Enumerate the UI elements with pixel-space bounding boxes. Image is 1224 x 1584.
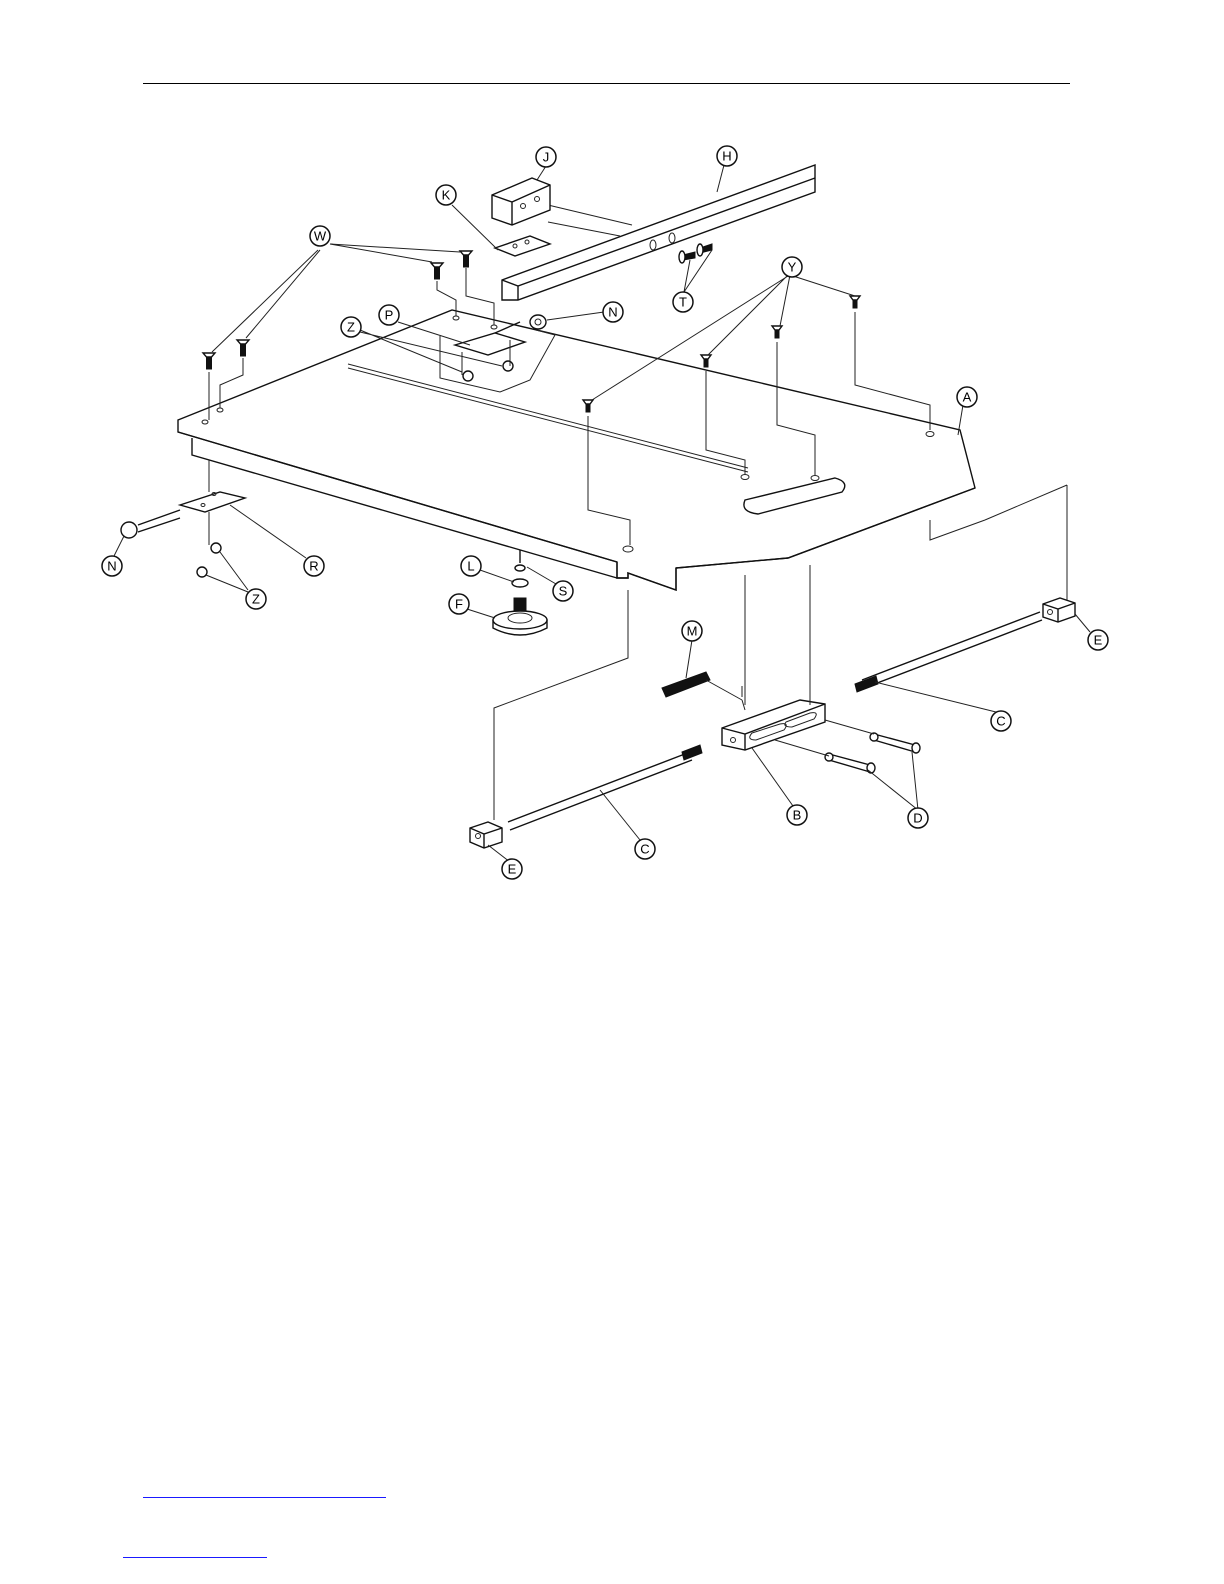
fence-plate xyxy=(495,236,550,256)
callout-s: S xyxy=(553,581,573,601)
callout-m: M xyxy=(682,621,702,641)
callout-r: R xyxy=(304,556,324,576)
callout-b: B xyxy=(787,805,807,825)
callout-z-top: Z xyxy=(341,317,361,337)
callout-l: L xyxy=(461,556,481,576)
svg-text:W: W xyxy=(314,229,327,244)
callout-f: F xyxy=(449,594,469,614)
callout-c-left: C xyxy=(635,839,655,859)
svg-text:E: E xyxy=(508,862,517,877)
svg-text:C: C xyxy=(996,714,1005,729)
center-block xyxy=(722,565,825,750)
svg-text:M: M xyxy=(687,624,698,639)
svg-text:C: C xyxy=(640,842,649,857)
footer-link-line-2[interactable] xyxy=(123,1557,267,1558)
svg-text:E: E xyxy=(1094,633,1103,648)
svg-text:A: A xyxy=(963,390,972,405)
stud xyxy=(662,672,742,700)
svg-text:Y: Y xyxy=(788,260,797,275)
callout-c-right: C xyxy=(991,711,1011,731)
callout-h: H xyxy=(717,146,737,166)
svg-text:L: L xyxy=(467,559,474,574)
fence-block xyxy=(492,178,550,225)
svg-text:H: H xyxy=(722,149,731,164)
svg-text:K: K xyxy=(442,188,451,203)
svg-text:F: F xyxy=(455,597,463,612)
svg-text:D: D xyxy=(913,811,922,826)
svg-text:S: S xyxy=(559,584,568,599)
callout-n-top: N xyxy=(603,302,623,322)
svg-text:Z: Z xyxy=(347,320,355,335)
callout-d: D xyxy=(908,808,928,828)
callout-e-right: E xyxy=(1088,630,1108,650)
callout-w: W xyxy=(310,226,330,246)
callout-e-left: E xyxy=(502,859,522,879)
svg-text:T: T xyxy=(679,295,687,310)
footer-link-line-1[interactable] xyxy=(143,1497,386,1498)
callout-n-left: N xyxy=(102,556,122,576)
svg-text:N: N xyxy=(107,559,116,574)
svg-text:J: J xyxy=(543,150,550,165)
callout-p: P xyxy=(379,305,399,325)
callout-a: A xyxy=(957,387,977,407)
callout-k: K xyxy=(436,185,456,205)
svg-text:B: B xyxy=(793,808,802,823)
callout-t: T xyxy=(673,292,693,312)
leveling-foot xyxy=(493,550,547,635)
svg-text:N: N xyxy=(608,305,617,320)
svg-text:P: P xyxy=(385,308,394,323)
left-hinge xyxy=(121,460,245,577)
callout-j: J xyxy=(536,147,556,167)
callout-z-left: Z xyxy=(246,589,266,609)
svg-text:Z: Z xyxy=(252,592,260,607)
callout-y: Y xyxy=(782,257,802,277)
table-plate xyxy=(178,310,985,590)
svg-text:R: R xyxy=(309,559,318,574)
